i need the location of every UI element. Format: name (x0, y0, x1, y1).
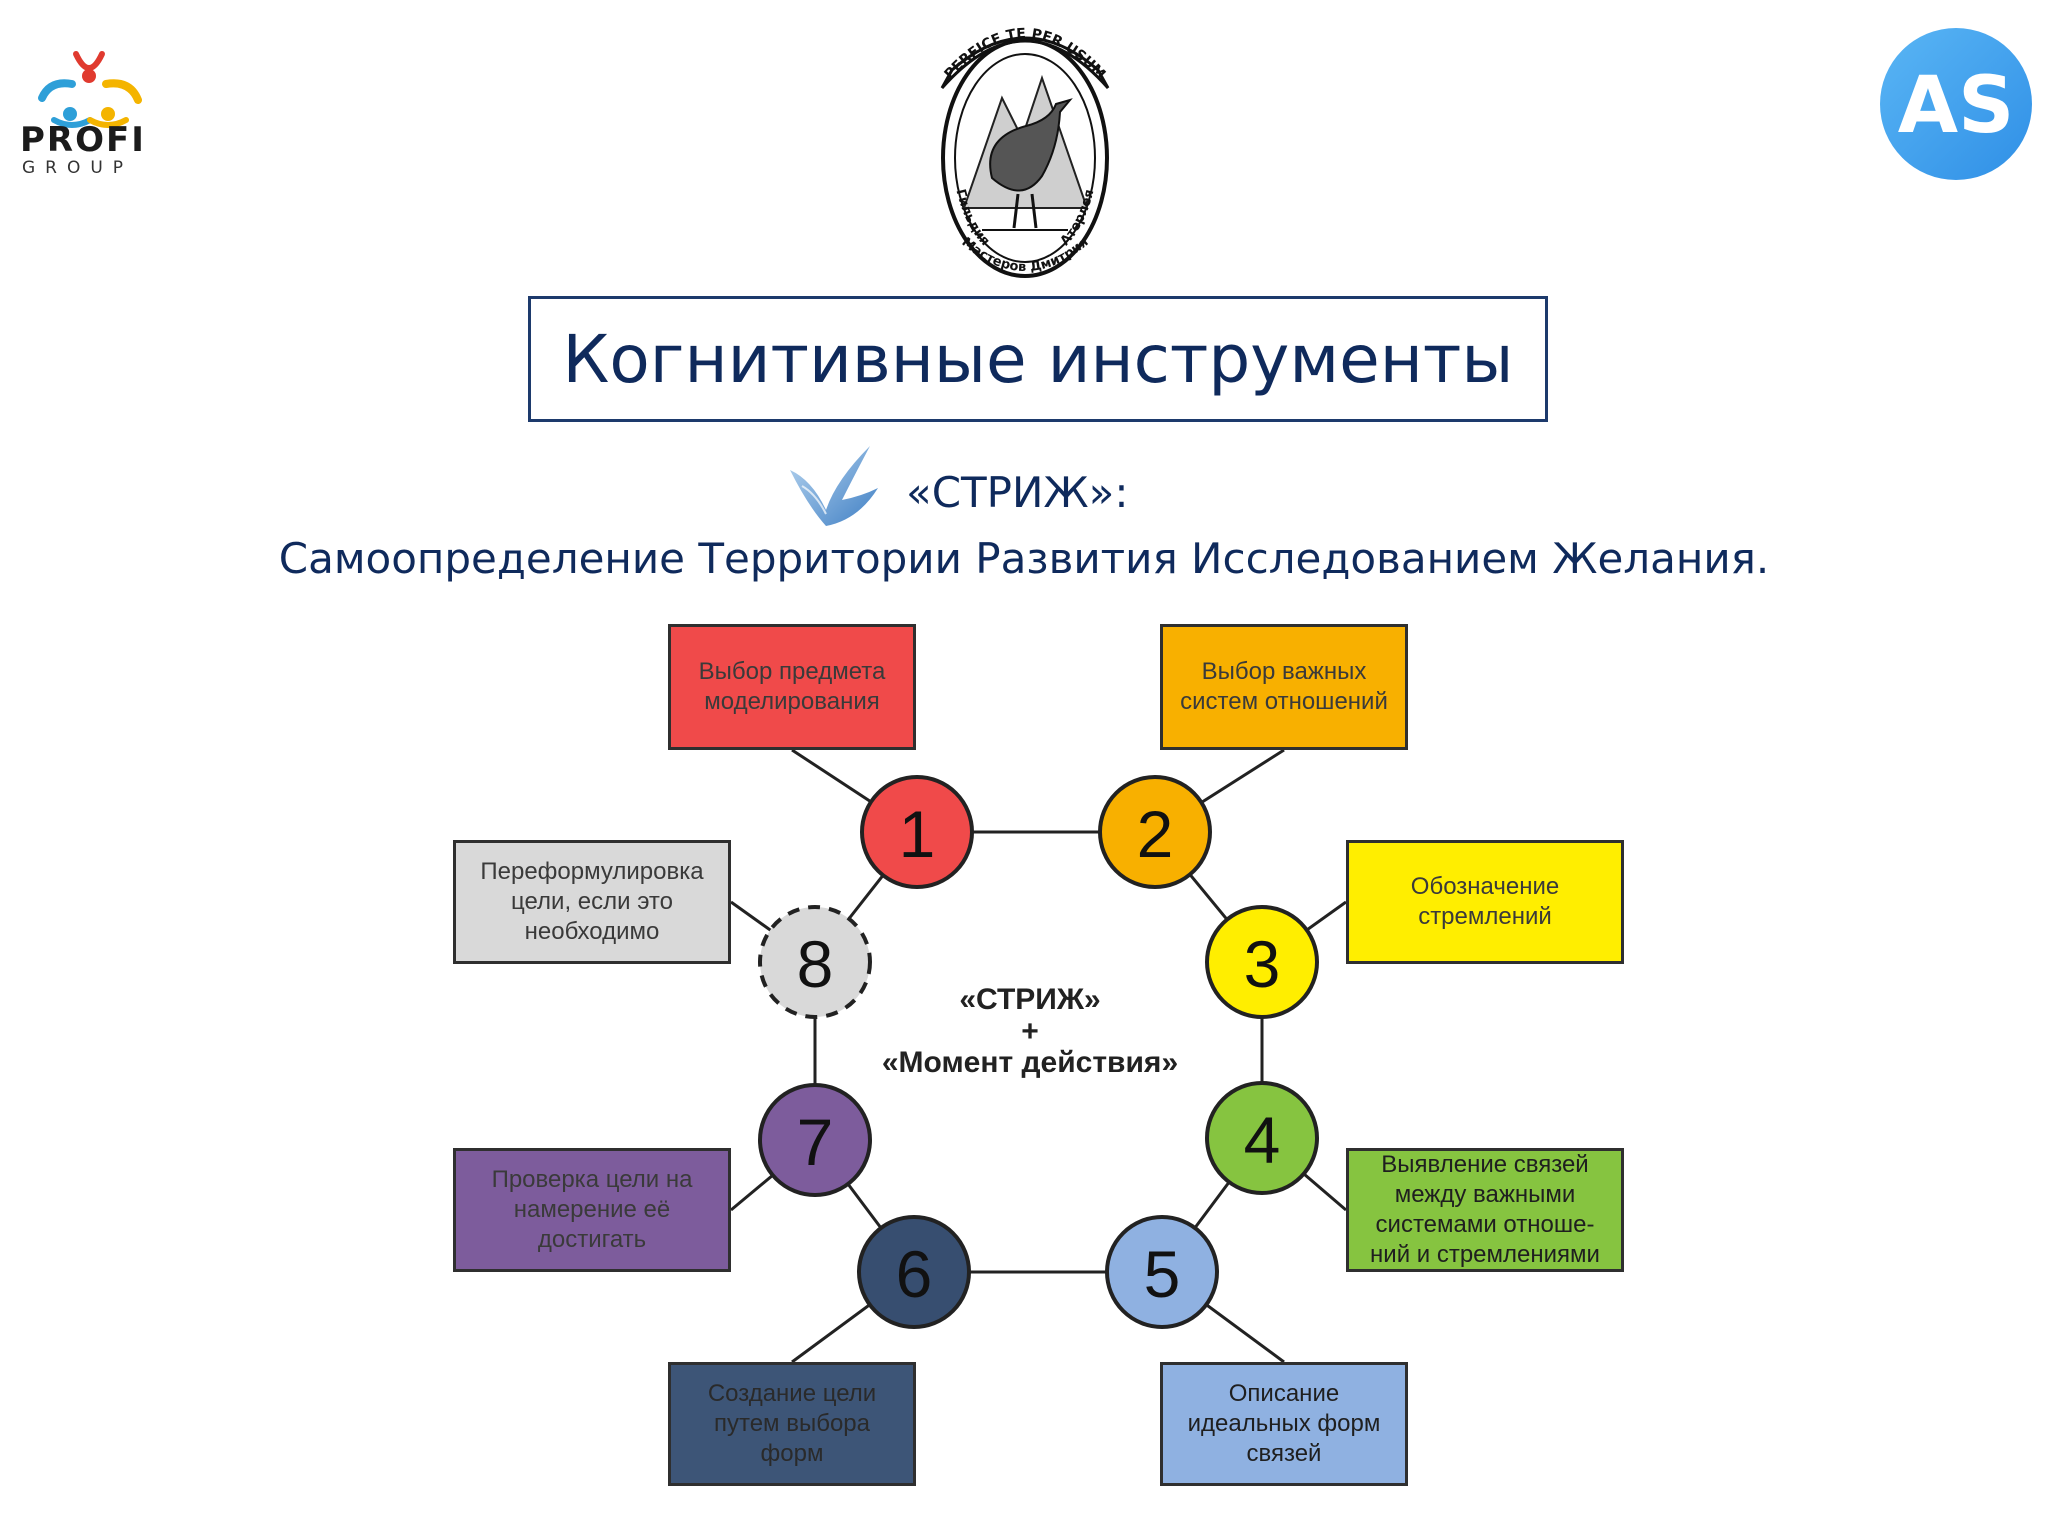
step-box-label-4: Выявление связей между важными системами… (1370, 1151, 1600, 1268)
step-box-2: Выбор важных систем отношений (1160, 624, 1408, 750)
step-box-label-8: Переформулировка цели, если это необходи… (480, 858, 704, 945)
page-title: Когнитивные инструменты (562, 320, 1514, 398)
step-box-label-6: Создание цели путем выбора форм (707, 1380, 877, 1467)
subtitle-acronym: «СТРИЖ»: (906, 468, 1129, 517)
step-circle-1 (860, 775, 974, 889)
step-circle-3 (1205, 905, 1319, 1019)
step-box-label-2: Выбор важных систем отношений (1180, 658, 1388, 715)
step-box-label-1: Выбор предмета моделирования (698, 658, 886, 715)
as-logo-text: AS (1898, 61, 2015, 151)
step-box-label-7: Проверка цели на намерение её достигать (491, 1166, 693, 1253)
as-logo: AS (1880, 28, 2032, 180)
step-box-6: Создание цели путем выбора форм (668, 1362, 916, 1486)
center-label-line2: «Момент действия» (881, 1046, 1179, 1079)
step-number-8: 8 (797, 927, 834, 1001)
step-number-5: 5 (1144, 1237, 1181, 1311)
profi-logo-name: PROFI (20, 120, 146, 160)
step-number-4: 4 (1244, 1103, 1281, 1177)
guild-emblem: PERFICE TE PER USUM Гильдия Мастеров Дми… (940, 26, 1110, 278)
subtitle-expansion: Самоопределение Территории Развития Иссл… (278, 534, 1770, 583)
step-number-2: 2 (1137, 797, 1174, 871)
step-box-label-3: Обозначение стремлений (1410, 873, 1560, 930)
step-circle-5 (1105, 1215, 1219, 1329)
step-box-5: Описание идеальных форм связей (1160, 1362, 1408, 1486)
step-box-7: Проверка цели на намерение её достигать (453, 1148, 731, 1272)
step-circle-4 (1205, 1081, 1319, 1195)
step-circle-8 (758, 905, 872, 1019)
step-number-1: 1 (899, 797, 936, 871)
step-circle-7 (758, 1083, 872, 1197)
step-circles: 1 23 45 67 8 (758, 775, 1319, 1329)
step-box-3: Обозначение стремлений (1346, 840, 1624, 964)
profi-group-logo (38, 51, 142, 128)
swift-bird-icon (790, 446, 878, 526)
profi-logo-sub: GROUP (22, 158, 134, 178)
center-label-plus: + (1021, 1014, 1039, 1048)
step-box-8: Переформулировка цели, если это необходи… (453, 840, 731, 964)
center-label: «СТРИЖ» + «Момент действия» (820, 984, 1240, 1079)
step-circle-6 (857, 1215, 971, 1329)
step-number-7: 7 (797, 1105, 834, 1179)
step-circle-2 (1098, 775, 1212, 889)
step-box-label-5: Описание идеальных форм связей (1187, 1380, 1381, 1467)
step-box-4: Выявление связей между важными системами… (1346, 1148, 1624, 1272)
title-box: Когнитивные инструменты (528, 296, 1548, 422)
center-label-line1: «СТРИЖ» (959, 983, 1101, 1016)
step-number-3: 3 (1244, 927, 1281, 1001)
step-box-1: Выбор предмета моделирования (668, 624, 916, 750)
step-number-6: 6 (896, 1237, 933, 1311)
